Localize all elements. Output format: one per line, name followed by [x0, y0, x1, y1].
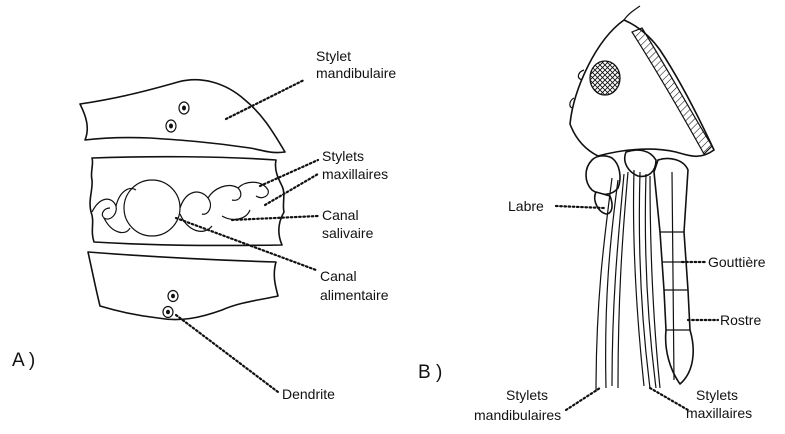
- label-stylets-maxillaires-b-line1: Stylets: [696, 387, 738, 403]
- label-stylets-mandibulaires-line2: mandibulaires: [474, 407, 561, 423]
- mandibular-stylet-top: [80, 80, 285, 153]
- label-stylets-maxillaires-a-line1: Stylets: [322, 148, 364, 164]
- label-labre: Labre: [508, 198, 544, 214]
- label-canal-alimentaire-line2: alimentaire: [320, 287, 389, 303]
- label-stylet-mandibulaire-line2: mandibulaire: [316, 65, 396, 81]
- label-rostre: Rostre: [720, 312, 761, 328]
- label-stylets-maxillaires-a-line2: maxillaires: [322, 166, 388, 182]
- mandibular-stylet-bottom: [88, 252, 278, 320]
- panel-a-diagram: [80, 80, 285, 320]
- panel-b-diagram: [570, 6, 714, 392]
- label-dendrite: Dendrite: [282, 386, 335, 402]
- label-stylet-mandibulaire-line1: Stylet: [316, 48, 351, 64]
- label-stylets-maxillaires-b-line2: maxillaires: [686, 405, 752, 421]
- panel-b-labels: Labre Gouttière Rostre Stylets mandibula…: [418, 198, 766, 423]
- panel-a-letter: A ): [12, 350, 35, 371]
- label-canal-alimentaire-line1: Canal: [320, 268, 357, 284]
- compound-eye: [590, 61, 620, 95]
- label-canal-salivaire-line2: salivaire: [322, 225, 374, 241]
- label-canal-salivaire-line1: Canal: [322, 207, 359, 223]
- label-gouttiere: Gouttière: [708, 254, 766, 270]
- label-stylets-mandibulaires-line1: Stylets: [506, 387, 548, 403]
- panel-b-letter: B ): [418, 362, 442, 383]
- labrum: [586, 156, 620, 194]
